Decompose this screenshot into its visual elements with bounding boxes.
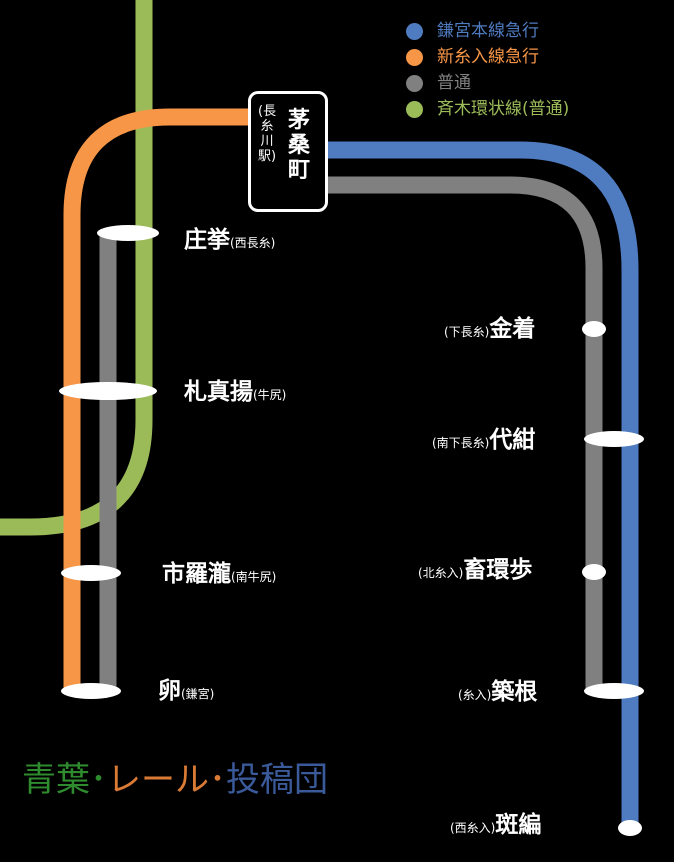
station-label-s4: 卵(鎌宮) [158,680,214,703]
station-name: 金着 [489,316,536,342]
station-name: 庄挙 [184,227,230,253]
station-marker-s2[interactable] [59,382,157,400]
station-name: 築根 [491,679,538,705]
station-marker-s9[interactable] [618,820,642,836]
legend-dot-icon [406,22,423,40]
station-sub: (糸入) [458,688,492,702]
station-name: 卵 [158,678,181,704]
station-name: 市羅瀧 [162,561,231,587]
station-label-s5: (下長糸)金着 [444,318,535,341]
legend-item-green: 斉木環状線(普通) [406,96,569,122]
station-sub: (鎌宮) [181,687,215,701]
station-sub: (西糸入) [450,821,496,835]
station-sub: (西長糸) [230,236,276,250]
station-label-s1: 庄挙(西長糸) [184,229,275,252]
station-name: 畜環歩 [463,557,533,583]
legend-dot-icon [406,48,423,66]
station-marker-s6[interactable] [584,431,644,447]
station-sub: (南牛尻) [231,570,277,584]
legend-label: 鎌宮本線急行 [437,21,539,41]
footer-part3: 投稿団 [226,760,328,800]
footer-sep2: ･ [209,760,226,800]
footer-part2: レール [107,760,209,800]
station-marker-s5[interactable] [582,321,606,337]
hub-station-sub: (長糸川駅) [258,104,277,164]
legend-item-gray: 普通 [406,70,569,96]
legend: 鎌宮本線急行 新糸入線急行 普通 斉木環状線(普通) [406,18,569,122]
station-marker-s4[interactable] [61,683,121,699]
legend-label: 新糸入線急行 [437,47,539,67]
station-marker-s1[interactable] [97,225,159,241]
hub-station-box[interactable] [248,91,328,212]
station-name: 代紺 [489,427,536,453]
station-marker-s3[interactable] [61,565,121,581]
station-label-s9: (西糸入)斑編 [450,814,541,837]
station-name: 斑編 [495,812,542,838]
station-label-s3: 市羅瀧(南牛尻) [162,563,276,586]
footer-part1: 青葉 [22,760,90,800]
legend-dot-icon [406,100,423,118]
station-name: 札真揚 [184,379,253,405]
legend-item-orange: 新糸入線急行 [406,44,569,70]
station-marker-s7[interactable] [582,564,606,580]
line-blue-express [328,141,639,828]
legend-label: 普通 [437,73,471,93]
footer-title: 青葉･レール･投稿団 [22,752,328,801]
station-sub: (下長糸) [444,325,490,339]
footer-sep1: ･ [90,760,107,800]
station-label-s7: (北糸入)畜環歩 [418,559,532,582]
legend-item-blue: 鎌宮本線急行 [406,18,569,44]
station-label-s8: (糸入)築根 [458,681,537,704]
station-sub: (南下長糸) [432,436,490,450]
station-sub: (牛尻) [253,388,287,402]
legend-dot-icon [406,74,423,92]
line-orange-express [63,108,248,692]
hub-station-name: 茅桑町 [287,108,310,183]
station-marker-s8[interactable] [584,683,644,699]
station-label-s2: 札真揚(牛尻) [184,381,286,404]
legend-label: 斉木環状線(普通) [437,99,570,119]
station-sub: (北糸入) [418,566,464,580]
station-label-s6: (南下長糸)代紺 [432,429,535,452]
line-gray-local-right [328,176,603,692]
